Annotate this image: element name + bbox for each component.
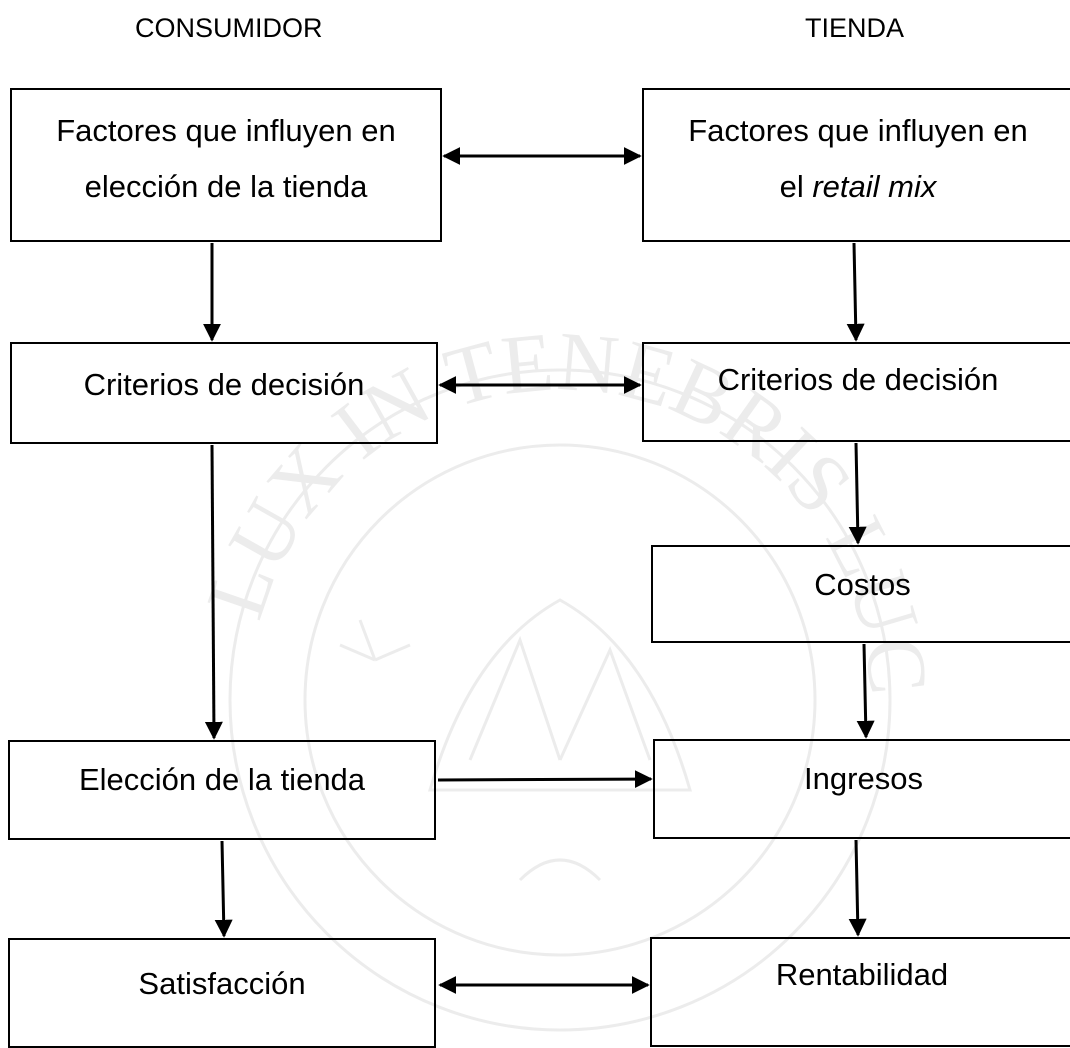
arrow-store-factors-to-criteria — [846, 242, 865, 342]
store-costs-label: Costos — [814, 567, 911, 602]
arrow-costs-to-income — [856, 643, 875, 739]
consumer-factors-line2: elección de la tienda — [84, 169, 368, 204]
consumer-choice-box: Elección de la tienda — [8, 740, 436, 840]
consumer-satisfaction-label: Satisfacción — [138, 966, 306, 1001]
store-income-label: Ingresos — [804, 761, 923, 796]
store-factors-box: Factores que influyen en el retail mix — [642, 88, 1070, 242]
consumer-factors-line1: Factores que influyen en — [56, 113, 396, 148]
arrow-choice-to-satisfaction — [214, 840, 233, 938]
store-profitability-label: Rentabilidad — [775, 957, 949, 992]
arrow-consumer-criteria-to-choice — [204, 444, 223, 740]
consumer-criteria-box: Criterios de decisión — [10, 342, 438, 444]
arrow-choice-to-income — [437, 770, 653, 789]
store-column-title: TIENDA — [805, 13, 905, 43]
store-criteria-box: Criterios de decisión — [642, 342, 1070, 442]
store-costs-box: Costos — [651, 545, 1070, 643]
consumer-criteria-label: Criterios de decisión — [83, 367, 365, 402]
store-income-box: Ingresos — [653, 739, 1070, 839]
consumer-choice-label: Elección de la tienda — [78, 762, 366, 797]
arrow-store-criteria-to-costs — [848, 442, 867, 545]
store-profitability-box: Rentabilidad — [650, 937, 1070, 1047]
arrow-income-to-profitability — [848, 839, 867, 937]
consumer-factors-box: Factores que influyen en elección de la … — [10, 88, 442, 242]
consumer-column-title: CONSUMIDOR — [135, 13, 323, 43]
store-factors-line2: el retail mix — [644, 159, 1070, 215]
store-factors-retail-mix: retail mix — [812, 169, 937, 204]
store-factors-line2-prefix: el — [779, 169, 813, 204]
store-criteria-label: Criterios de decisión — [717, 362, 999, 397]
store-factors-line1: Factores que influyen en — [688, 113, 1028, 148]
